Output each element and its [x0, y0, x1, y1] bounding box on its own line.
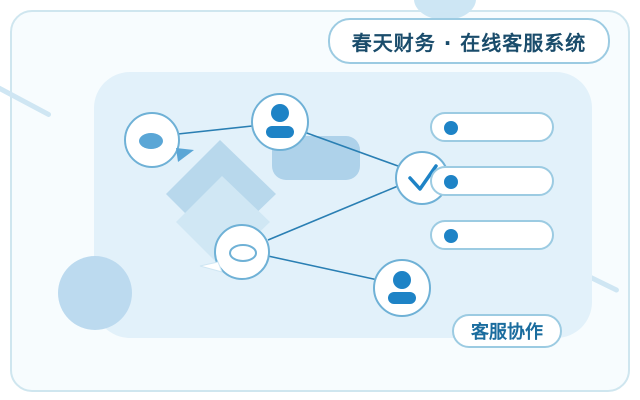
- bubble-dot: [444, 121, 458, 135]
- speech-bubble-icon: [124, 112, 194, 168]
- bubble-dot: [444, 229, 458, 243]
- chat-ellipse-icon: [199, 224, 270, 280]
- user-avatar-icon: [373, 259, 431, 317]
- connection-lines: [177, 125, 399, 281]
- decorative-blob: [414, 0, 476, 20]
- page-title: 春天财务 · 在线客服系统: [328, 18, 610, 64]
- message-bubble: [430, 166, 554, 196]
- bubble-dot: [444, 175, 458, 189]
- decorative-circle: [58, 256, 132, 330]
- message-bubble: [430, 220, 554, 250]
- message-bubble: [430, 112, 554, 142]
- user-avatar-icon: [251, 93, 309, 151]
- decorative-diamond: [176, 176, 270, 268]
- collaboration-tag: 客服协作: [452, 314, 562, 348]
